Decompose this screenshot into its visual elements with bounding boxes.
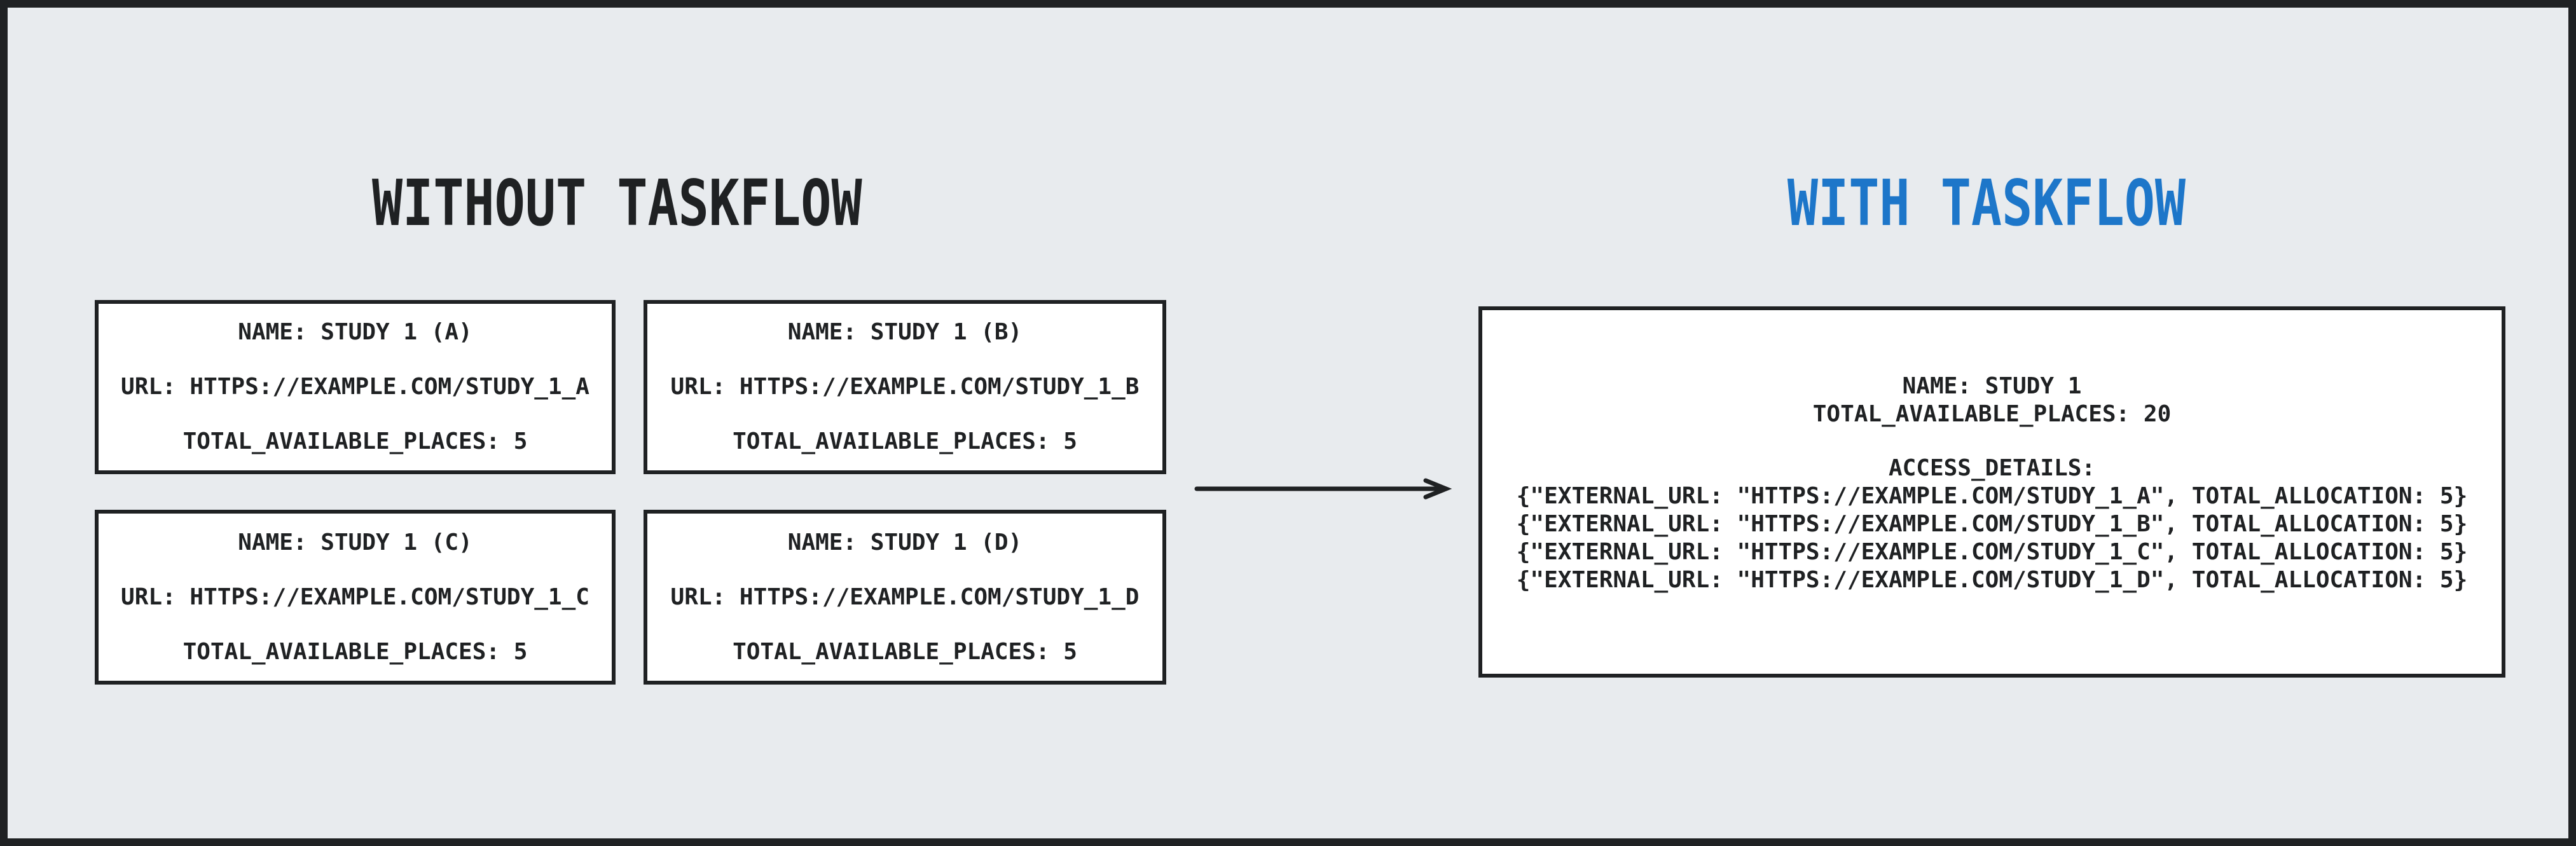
allocation-line-a: {"EXTERNAL_URL: "HTTPS://EXAMPLE.COM/STU… <box>1516 483 2468 509</box>
taskflow-places-line: TOTAL_AVAILABLE_PLACES: 20 <box>1812 401 2172 427</box>
study-c-places-line: TOTAL_AVAILABLE_PLACES: 5 <box>183 638 528 665</box>
study-box-c: NAME: STUDY 1 (C) URL: HTTPS://EXAMPLE.C… <box>95 510 616 685</box>
allocation-line-d: {"EXTERNAL_URL: "HTTPS://EXAMPLE.COM/STU… <box>1516 567 2468 593</box>
study-d-url-line: URL: HTTPS://EXAMPLE.COM/STUDY_1_D <box>670 583 1140 610</box>
taskflow-name-line: NAME: STUDY 1 <box>1902 373 2082 399</box>
allocation-line-c: {"EXTERNAL_URL: "HTTPS://EXAMPLE.COM/STU… <box>1516 539 2468 565</box>
study-b-places-line: TOTAL_AVAILABLE_PLACES: 5 <box>733 428 1077 454</box>
line-spacer <box>1482 428 2502 454</box>
study-box-d: NAME: STUDY 1 (D) URL: HTTPS://EXAMPLE.C… <box>644 510 1166 685</box>
study-c-name-line: NAME: STUDY 1 (C) <box>238 529 472 556</box>
with-taskflow-title: WITH TASKFLOW <box>1787 166 2186 240</box>
study-box-b: NAME: STUDY 1 (B) URL: HTTPS://EXAMPLE.C… <box>644 300 1166 474</box>
allocation-line-b: {"EXTERNAL_URL: "HTTPS://EXAMPLE.COM/STU… <box>1516 511 2468 537</box>
study-box-a: NAME: STUDY 1 (A) URL: HTTPS://EXAMPLE.C… <box>95 300 616 474</box>
access-details-label: ACCESS_DETAILS: <box>1888 455 2096 481</box>
without-taskflow-title: WITHOUT TASKFLOW <box>372 166 862 240</box>
study-c-url-line: URL: HTTPS://EXAMPLE.COM/STUDY_1_C <box>121 583 589 610</box>
flow-arrow <box>1194 478 1452 500</box>
study-a-places-line: TOTAL_AVAILABLE_PLACES: 5 <box>183 428 528 454</box>
study-a-name-line: NAME: STUDY 1 (A) <box>238 319 472 345</box>
study-b-url-line: URL: HTTPS://EXAMPLE.COM/STUDY_1_B <box>670 374 1140 400</box>
study-a-url-line: URL: HTTPS://EXAMPLE.COM/STUDY_1_A <box>121 374 589 400</box>
taskflow-box: NAME: STUDY 1 TOTAL_AVAILABLE_PLACES: 20… <box>1478 306 2505 678</box>
study-d-places-line: TOTAL_AVAILABLE_PLACES: 5 <box>733 638 1077 665</box>
study-d-name-line: NAME: STUDY 1 (D) <box>787 529 1023 556</box>
study-b-name-line: NAME: STUDY 1 (B) <box>787 319 1023 345</box>
